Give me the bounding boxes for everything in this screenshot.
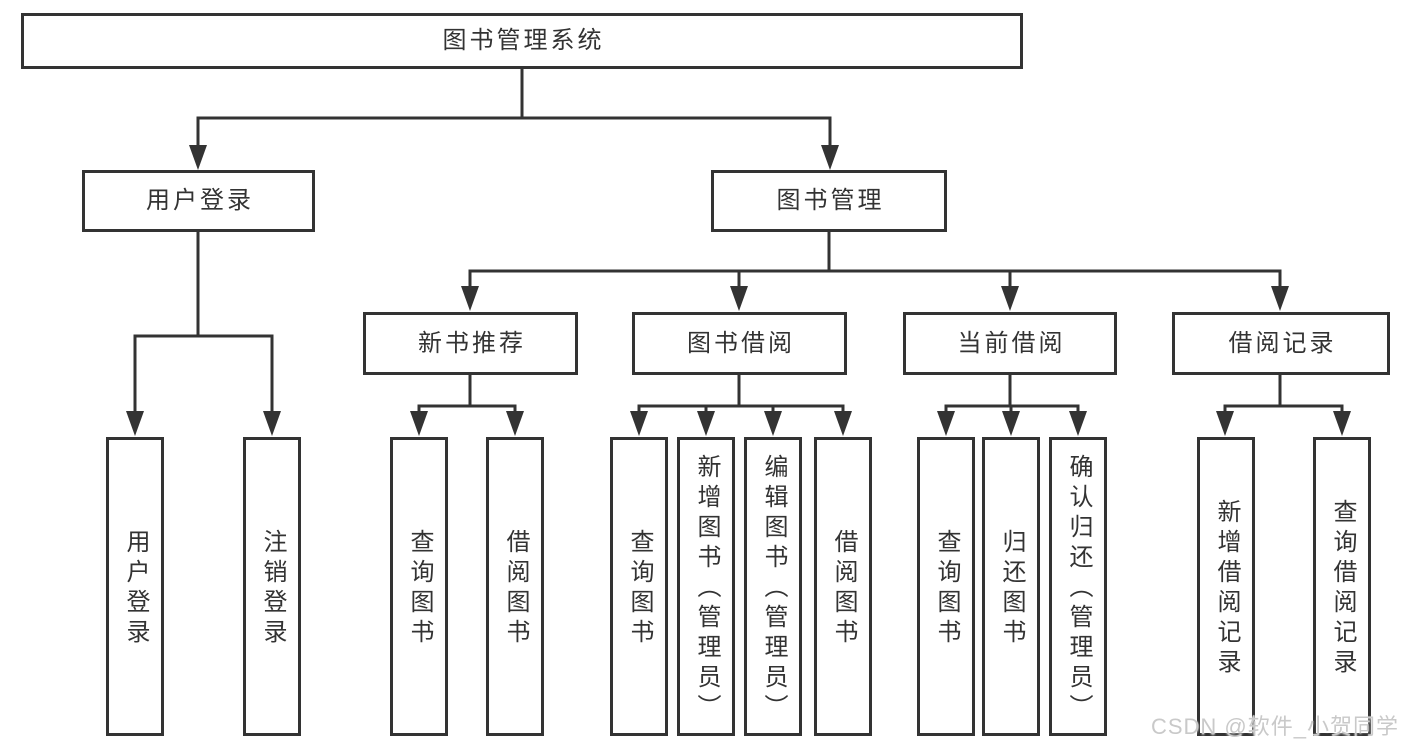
connector-line — [133, 230, 274, 414]
leaf-borrowing-borrow-books: 借阅图书 — [814, 437, 872, 736]
leaf-newbook-borrow-books: 借阅图书 — [486, 437, 544, 736]
leaf-current-return-books: 归还图书 — [982, 437, 1040, 736]
arrow-down-icon — [1216, 411, 1234, 436]
arrow-down-icon — [263, 411, 281, 436]
arrow-down-icon — [506, 411, 524, 436]
arrow-down-icon — [410, 411, 428, 436]
node-user-login: 用户登录 — [82, 170, 315, 232]
arrow-down-icon — [1333, 411, 1351, 436]
connector-line — [417, 373, 517, 414]
arrow-down-icon — [834, 411, 852, 436]
node-book-management: 图书管理 — [711, 170, 947, 232]
arrow-down-icon — [189, 145, 207, 170]
leaf-current-query-books: 查询图书 — [917, 437, 975, 736]
leaf-borrowing-edit-books-admin: 编辑图书（管理员） — [744, 437, 802, 736]
arrow-down-icon — [1002, 411, 1020, 436]
leaf-current-confirm-return-admin: 确认归还（管理员） — [1049, 437, 1107, 736]
leaf-user-login: 用户登录 — [106, 437, 164, 736]
node-root: 图书管理系统 — [21, 13, 1023, 69]
leaf-borrowing-query-books: 查询图书 — [610, 437, 668, 736]
branch-login-to-leaves — [126, 230, 281, 436]
branch-management-to-level3 — [461, 230, 1289, 311]
arrow-down-icon — [126, 411, 144, 436]
node-current-borrowing: 当前借阅 — [903, 312, 1117, 375]
arrow-down-icon — [630, 411, 648, 436]
leaf-logout: 注销登录 — [243, 437, 301, 736]
node-new-book-recommendation: 新书推荐 — [363, 312, 578, 375]
connector-line — [196, 67, 832, 148]
leaf-newbook-query-books: 查询图书 — [390, 437, 448, 736]
leaf-records-query-record: 查询借阅记录 — [1313, 437, 1371, 736]
arrow-down-icon — [461, 286, 479, 311]
branch-newbook-to-leaves — [410, 373, 524, 436]
node-book-borrowing: 图书借阅 — [632, 312, 847, 375]
leaf-records-add-record: 新增借阅记录 — [1197, 437, 1255, 736]
arrow-down-icon — [937, 411, 955, 436]
leaf-borrowing-add-books-admin: 新增图书（管理员） — [677, 437, 735, 736]
arrow-down-icon — [1271, 286, 1289, 311]
connector-line — [637, 373, 845, 414]
arrow-down-icon — [764, 411, 782, 436]
connector-line — [468, 230, 1282, 289]
node-borrowing-records: 借阅记录 — [1172, 312, 1390, 375]
arrow-down-icon — [1069, 411, 1087, 436]
csdn-watermark: CSDN @软件_小贺同学 — [1150, 714, 1399, 739]
branch-current-to-leaves — [937, 373, 1087, 436]
branch-records-to-leaves — [1216, 373, 1351, 436]
branch-borrowing-to-leaves — [630, 373, 852, 436]
arrow-down-icon — [821, 145, 839, 170]
branch-root-to-level2 — [189, 67, 839, 170]
arrow-down-icon — [730, 286, 748, 311]
connector-line — [944, 373, 1080, 414]
arrow-down-icon — [697, 411, 715, 436]
connector-line — [1223, 373, 1344, 414]
arrow-down-icon — [1001, 286, 1019, 311]
